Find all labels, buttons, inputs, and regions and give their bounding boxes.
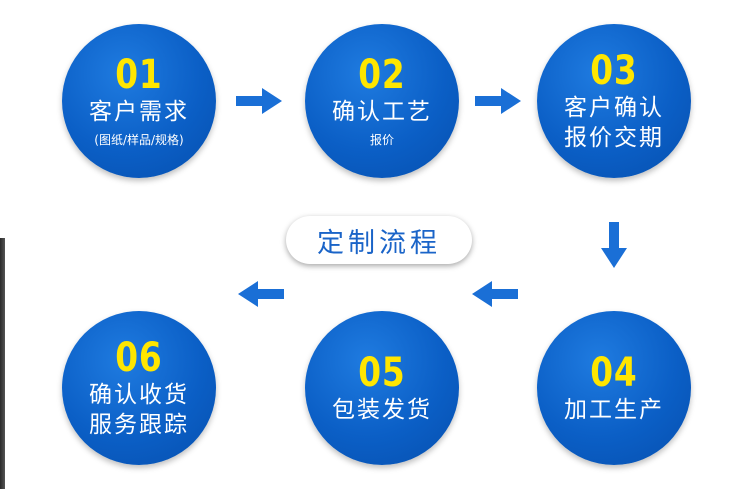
left-edge-bar bbox=[0, 238, 5, 489]
step-title-line1: 确认收货 bbox=[89, 382, 189, 408]
step-02-circle: 02 确认工艺 报价 bbox=[305, 24, 459, 178]
arrow-left-icon bbox=[238, 281, 284, 307]
step-title-line1: 客户确认 bbox=[564, 95, 664, 121]
step-number: 06 bbox=[115, 335, 163, 381]
step-title: 客户需求 bbox=[89, 99, 189, 125]
arrow-right-icon bbox=[475, 88, 521, 114]
step-04-circle: 04 加工生产 bbox=[537, 311, 691, 465]
step-title-line2: 报价交期 bbox=[564, 125, 664, 151]
step-03-circle: 03 客户确认 报价交期 bbox=[537, 24, 691, 178]
step-number: 03 bbox=[590, 48, 638, 94]
step-number: 05 bbox=[358, 350, 406, 396]
step-subtitle: (图纸/样品/规格) bbox=[94, 133, 184, 147]
step-number: 01 bbox=[115, 52, 163, 98]
step-title: 包装发货 bbox=[332, 397, 432, 423]
step-number: 04 bbox=[590, 350, 638, 396]
step-05-circle: 05 包装发货 bbox=[305, 311, 459, 465]
arrow-left-icon bbox=[472, 281, 518, 307]
arrow-right-icon bbox=[236, 88, 282, 114]
step-number: 02 bbox=[358, 52, 406, 98]
step-title: 确认工艺 bbox=[332, 99, 432, 125]
flow-title-badge: 定制流程 bbox=[286, 216, 472, 264]
step-title-line2: 服务跟踪 bbox=[89, 412, 189, 438]
step-01-circle: 01 客户需求 (图纸/样品/规格) bbox=[62, 24, 216, 178]
step-subtitle: 报价 bbox=[369, 133, 394, 147]
step-title: 加工生产 bbox=[564, 397, 664, 423]
arrow-down-icon bbox=[601, 222, 627, 268]
flow-title: 定制流程 bbox=[317, 227, 441, 259]
step-06-circle: 06 确认收货 服务跟踪 bbox=[62, 311, 216, 465]
